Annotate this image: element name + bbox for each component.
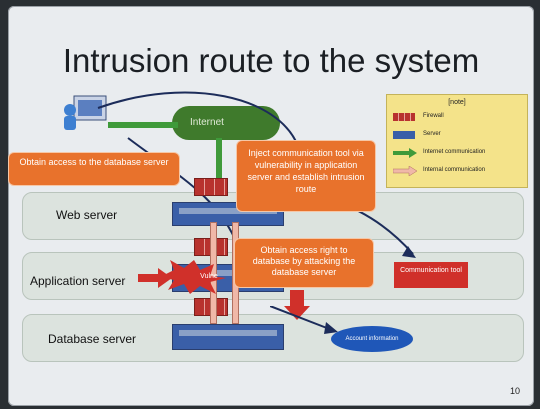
internet-label: Internet: [190, 117, 224, 128]
attack-down-arrow-icon: [284, 290, 310, 320]
legend-label: Internal communication: [423, 167, 486, 173]
vulnerability-label: Vulne: [200, 273, 218, 280]
account-information-database: Account information: [331, 326, 413, 352]
firewall-icon: [393, 113, 415, 121]
legend-title: [note]: [448, 99, 466, 106]
callout-obtain-db-access: Obtain access to the database server: [8, 152, 180, 186]
legend-label: Server: [423, 131, 441, 137]
callout-inject-tool: Inject communication tool via vulnerabil…: [236, 140, 376, 212]
legend-label: Internet communication: [423, 149, 486, 155]
slide: Intrusion route to the system Web server…: [8, 6, 534, 406]
server-icon: [393, 131, 415, 139]
legend: [note] Firewall Server Internet communic…: [386, 94, 528, 188]
application-server-label: Application server: [30, 274, 126, 288]
internet-cloud: [172, 106, 280, 140]
legend-label: Firewall: [423, 113, 444, 119]
vulnerability-burst-icon: [160, 260, 226, 294]
green-arrow-icon: [393, 148, 417, 158]
data-exfiltration-line: [270, 306, 338, 334]
internet-communication-arrow: [108, 122, 222, 194]
slide-title: Intrusion route to the system: [62, 42, 480, 79]
pink-arrow-icon: [393, 166, 417, 176]
database-server-icon: [172, 324, 284, 350]
web-server-icon: [172, 202, 284, 226]
callout-obtain-access-right: Obtain access right to database by attac…: [234, 238, 374, 288]
firewall-icon: [194, 178, 228, 196]
communication-tool-box: Communication tool: [394, 262, 468, 288]
web-server-label: Web server: [56, 208, 118, 222]
attack-arrow-icon: [138, 268, 172, 288]
database-server-label: Database server: [48, 332, 137, 346]
page-number: 10: [509, 386, 520, 396]
